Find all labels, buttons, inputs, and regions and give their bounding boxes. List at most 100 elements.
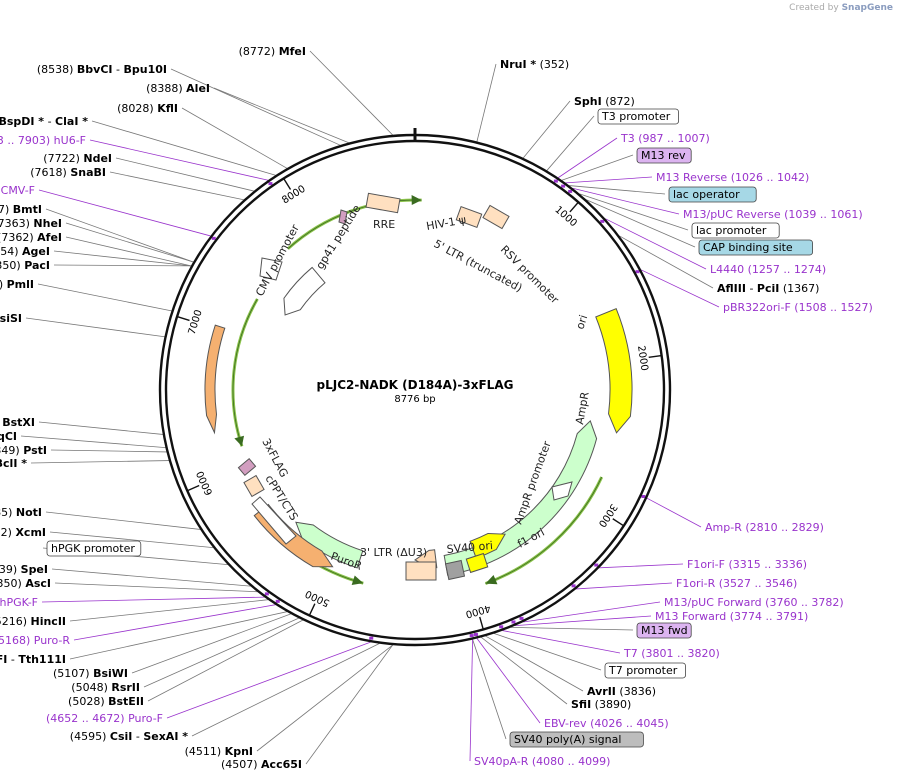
label-box-cap [698,239,813,256]
label-nhei-pos: (7363) [0,217,30,230]
label-avrii: AvrII (3836) [587,685,656,698]
backbone-ring [158,128,672,647]
label-paqci: (6352) PaqCI [0,430,17,443]
label-spei-pos: (5439) [0,563,17,576]
label-hincii: (5216) HincII [0,615,66,628]
tick-label-5000: 5000 [304,587,332,608]
label-afei-pos: (7362) [0,231,34,244]
label-paci-pos: (7350) [0,259,21,272]
feature-ltr3-box [405,561,437,581]
label-snabi-name: SnaBI [70,166,106,179]
tick-label-3000: 3000 [596,502,619,529]
feature-puror [295,521,364,569]
credit-prefix: Created by [789,3,839,13]
tick-label-1000: 1000 [552,204,578,229]
label-paqci-name: PaqCI [0,430,17,443]
label-snabi-pos: (7618) [30,166,67,179]
label-ndei-name: NdeI [83,152,112,165]
label-cap: CAP binding site [703,241,793,254]
tick-5000 [308,603,316,616]
label-bbvci: (8538) BbvCI - Bpu10I [37,63,167,76]
label-pbr322-pos: (1508 .. 1527) [794,301,873,314]
label-rsrii-name: RsrII [111,681,140,694]
label-psti: (6349) PstI [0,444,47,457]
label-t3: T3 (987 .. 1007) [620,132,710,145]
plasmid-name: pLJC2-NADK (D184A)-3xFLAG [317,378,514,392]
label-psti-pos: (6349) [0,444,20,457]
feature-label-ori: ori [573,313,590,331]
label-asisi-name: AsiSI [0,312,22,325]
label-alei: (8388) AleI [146,82,210,95]
label-psti-name: PstI [23,444,47,457]
label-aflIII: AflIII - PciI (1367) [717,282,819,295]
leader-lines [20,50,720,765]
label-sv40polya: SV40 poly(A) signal [514,733,621,746]
feature-hiv [455,206,483,228]
feature-label-rre: RRE [373,218,395,231]
label-l4440-name: L4440 [710,263,744,276]
label-agei-name: AgeI [22,245,50,258]
label-csii-pos: (4595) [70,730,107,743]
label-purof: (4652 .. 4672) Puro-F [46,712,163,725]
label-f1orif-name: F1ori-F [687,558,725,571]
label-m13forward-name: M13 Forward [655,610,726,623]
tick-7000 [176,315,190,322]
label-f1orif: F1ori-F (3315 .. 3336) [687,558,807,571]
label-bstxi: (6402) BstXI [0,416,35,429]
label-hpgk: hPGK promoter [51,542,135,555]
label-t3prom: T3 promoter [601,110,671,123]
label-mfei-name: MfeI [279,45,306,58]
label-afei-name: AfeI [37,231,62,244]
label-box-m13rev [636,147,692,164]
label-mfei: (8772) MfeI [239,45,306,58]
label-f1orif-pos: (3315 .. 3336) [728,558,807,571]
label-l4440-pos: (1257 .. 1274) [748,263,827,276]
label-box-lacop [668,186,757,203]
feature-ori [595,308,633,434]
label-m13pucrev-name: M13/pUC Reverse [683,208,781,221]
feature-sv40ori [465,552,489,574]
label-m13pucfwd: M13/pUC Forward (3760 .. 3782) [664,596,844,609]
label-ampr_p-name: Amp-R [705,521,742,534]
label-sfii: SfiI (3890) [571,698,631,711]
label-pbr322-name: pBR322ori-F [723,301,791,314]
label-kfli: (8028) KflI [117,102,178,115]
label-spei-name: SpeI [21,563,48,576]
label-t3-pos: (987 .. 1007) [638,132,710,145]
label-nhei: (7363) NheI [0,217,62,230]
label-bsteii-name: BstEII [108,695,144,708]
label-xcmi: (5672) XcmI [0,526,46,539]
label-bsiwi-name: BsiWI [93,667,128,680]
label-noti: (5985) NotI [0,506,42,519]
label-csii: (4595) CsiI - SexAI * [70,730,188,743]
label-sphi: SphI (872) [574,95,635,108]
label-ampr_p-pos: (2810 .. 2829) [745,521,824,534]
label-asci-pos: (5350) [0,577,22,590]
label-spei: (5439) SpeI [0,563,48,576]
label-aflIII-pos: (1367) [783,282,820,295]
label-purof-name: Puro-F [128,712,163,725]
label-rsrii-pos: (5048) [71,681,108,694]
label-acc65i-name: Acc65I [261,758,302,771]
label-bbvci-name: BbvCI [77,63,113,76]
label-bspdi-name: BspDI * [0,115,44,128]
feature-label-gp41: gp41 peptide [314,202,364,271]
site-labels: NruI * (352)(8772) MfeI(8538) BbvCI - Bp… [0,45,873,771]
label-kpni-name: KpnI [225,745,253,758]
label-asci: (5350) AscI [0,577,51,590]
feature-green-left [231,298,259,447]
label-t7prom: T7 promoter [608,664,678,677]
label-cmvf-name: CMV-F [1,184,35,197]
label-sfii-name: SfiI [571,698,591,711]
label-ebvrev-pos: (4026 .. 4045) [590,717,669,730]
tick-1000 [569,201,579,213]
label-t7: T7 (3801 .. 3820) [623,647,720,660]
label-f1orir-pos: (3527 .. 3546) [719,577,798,590]
feature-ampr-prom [551,481,573,501]
label-bstxi-name: BstXI [2,416,35,429]
label-ebvrev-name: EBV-rev [544,717,587,730]
feature-gp41 [338,209,348,225]
plasmid-length: 8776 bp [394,394,435,405]
label-f1orir: F1ori-R (3527 .. 3546) [676,577,797,590]
